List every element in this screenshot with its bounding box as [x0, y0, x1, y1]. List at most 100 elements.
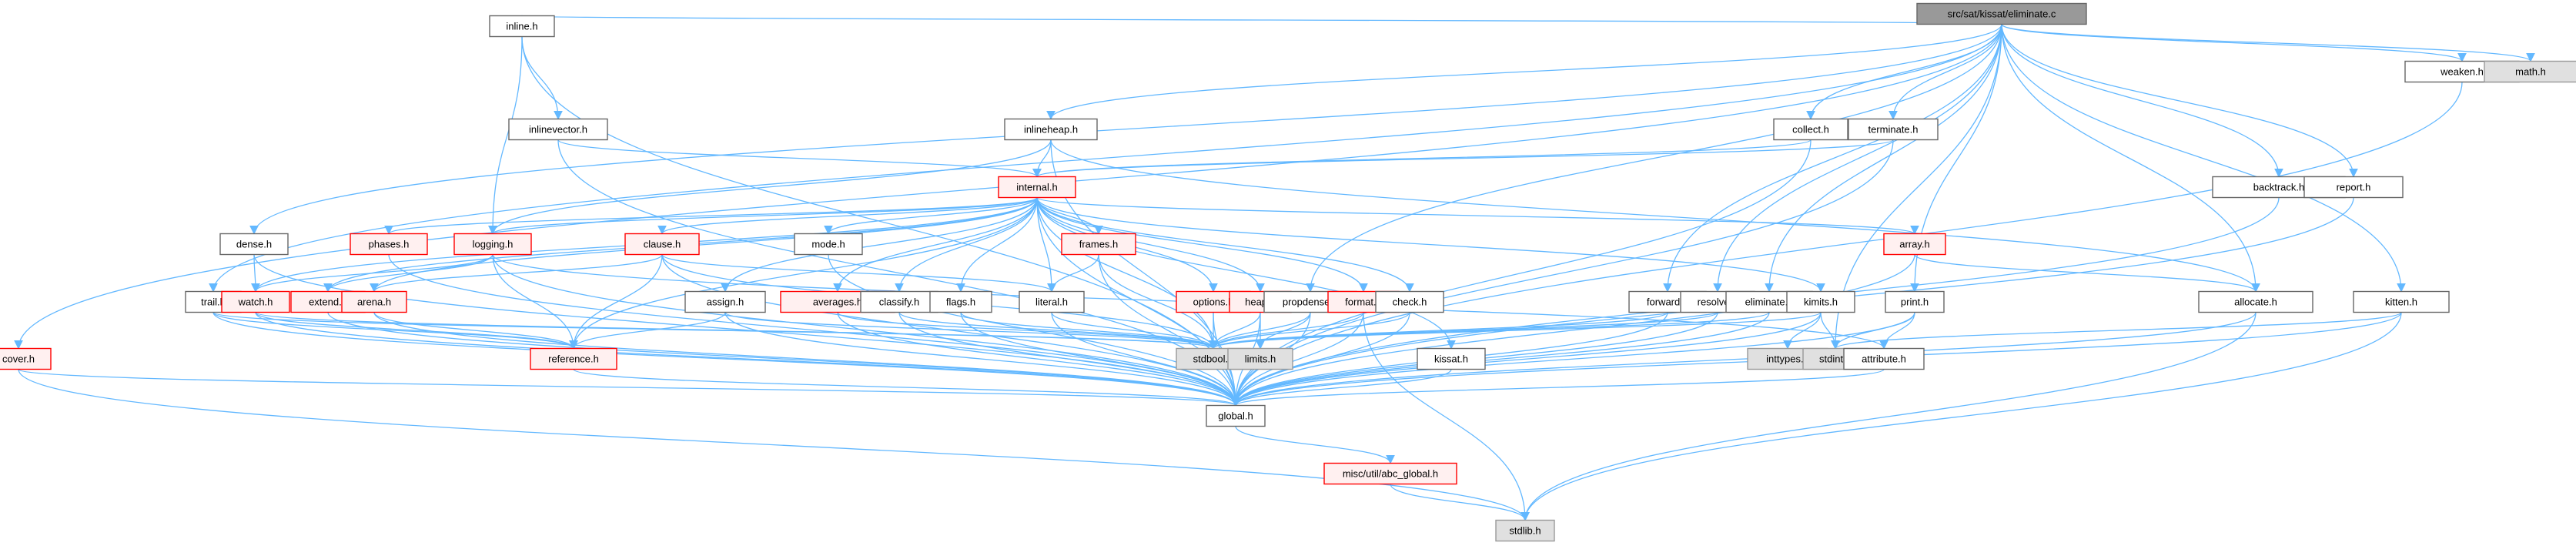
edge-print_h-to-attribute_h: [1879, 312, 1915, 350]
node-label: arena.h: [357, 296, 391, 308]
node-print-h[interactable]: print.h: [1885, 290, 1945, 313]
node-collect-h[interactable]: collect.h: [1773, 118, 1848, 141]
node-logging-h[interactable]: logging.h: [453, 233, 532, 256]
edge-attribute_h-to-global_h: [1231, 368, 1885, 407]
node-label: weaken.h: [2440, 66, 2484, 78]
node-kitten-h[interactable]: kitten.h: [2353, 290, 2450, 313]
node-box: [219, 233, 289, 256]
node-global-h[interactable]: global.h: [1206, 404, 1266, 427]
node-flags-h[interactable]: flags.h: [929, 290, 992, 313]
edge-assign_h-to-global_h: [724, 312, 1240, 407]
node-clause-h[interactable]: clause.h: [624, 233, 700, 256]
node-label: kissat.h: [1434, 353, 1468, 365]
node-label: math.h: [2515, 66, 2546, 78]
edge-inline_h-to-logging_h: [488, 36, 523, 235]
node-limits-h[interactable]: limits.h: [1227, 347, 1293, 370]
node-label: attribute.h: [1862, 353, 1906, 365]
node-mode-h[interactable]: mode.h: [794, 233, 863, 256]
edge-watch_h-to-global_h: [255, 312, 1240, 407]
node-box: [1227, 347, 1293, 370]
node-label: watch.h: [238, 296, 273, 308]
edge-inlinevector_h-to-internal_h: [557, 139, 1042, 178]
node-frames-h[interactable]: frames.h: [1061, 233, 1136, 256]
node-label: report.h: [2337, 182, 2371, 193]
node-label: literal.h: [1035, 296, 1068, 308]
edge-arena_h-to-global_h: [373, 312, 1240, 407]
node-terminate-h[interactable]: terminate.h: [1848, 118, 1939, 141]
edge-eliminate_c-to-collect_h: [1806, 24, 2002, 120]
edge-allocate_h-to-global_h: [1231, 312, 2257, 407]
node-label: inline.h: [506, 21, 537, 32]
node-box: [1848, 118, 1939, 141]
node-cover-h[interactable]: cover.h: [0, 347, 52, 370]
node-literal-h[interactable]: literal.h: [1019, 290, 1085, 313]
node-box: [530, 347, 617, 370]
node-check-h[interactable]: check.h: [1375, 290, 1444, 313]
edge-check_h-to-global_h: [1231, 312, 1410, 407]
edge-logging_h-to-global_h: [492, 254, 1240, 407]
node-label: backtrack.h: [2253, 182, 2304, 193]
edge-terminate_h-to-internal_h: [1032, 139, 1894, 178]
node-array-h[interactable]: array.h: [1883, 233, 1946, 256]
node-reference-h[interactable]: reference.h: [530, 347, 617, 370]
node-watch-h[interactable]: watch.h: [221, 290, 290, 313]
node-classify-h[interactable]: classify.h: [860, 290, 938, 313]
edge-internal_h-to-literal_h: [1036, 197, 1056, 293]
node-label: logging.h: [473, 239, 514, 250]
node-attribute-h[interactable]: attribute.h: [1843, 347, 1925, 370]
node-label: flags.h: [946, 296, 975, 308]
node-box: [1885, 290, 1945, 313]
node-math-h[interactable]: math.h: [2484, 60, 2576, 83]
node-abc-global-h[interactable]: misc/util/abc_global.h: [1323, 462, 1457, 485]
node-label: classify.h: [879, 296, 920, 308]
node-box: [1916, 2, 2087, 25]
node-inlineheap-h[interactable]: inlineheap.h: [1004, 118, 1098, 141]
node-box: [1323, 462, 1457, 485]
node-box: [350, 233, 428, 256]
edge-weaken_h-to-global_h: [1231, 82, 2463, 407]
node-inline-h[interactable]: inline.h: [489, 15, 555, 38]
edge-flags_h-to-stdbool_h: [960, 312, 1218, 350]
node-kimits-h[interactable]: kimits.h: [1786, 290, 1855, 313]
node-box: [1375, 290, 1444, 313]
edge-format_h-to-global_h: [1231, 312, 1364, 407]
node-eliminate-c[interactable]: src/sat/kissat/eliminate.c: [1916, 2, 2087, 25]
node-inlinevector-h[interactable]: inlinevector.h: [508, 118, 608, 141]
node-label: inttypes.h: [1766, 353, 1809, 365]
edge-inlineheap_h-to-internal_h: [1032, 139, 1052, 178]
node-box: [1883, 233, 1946, 256]
node-report-h[interactable]: report.h: [2303, 176, 2404, 199]
node-internal-h[interactable]: internal.h: [998, 176, 1076, 199]
edge-kimits_h-to-inttypes_h: [1783, 312, 1822, 350]
node-arena-h[interactable]: arena.h: [341, 290, 407, 313]
edge-eliminate_c-to-forward_h: [1663, 24, 2002, 293]
node-dense-h[interactable]: dense.h: [219, 233, 289, 256]
edge-watch_h-to-stdbool_h: [255, 311, 1218, 350]
edge-eliminate_c-to-dense_h: [249, 24, 2002, 235]
edge-eliminate_c-to-kitten_h: [2001, 24, 2406, 293]
edge-phases_h-to-global_h: [388, 254, 1240, 407]
node-label: propdense.h: [1283, 296, 1338, 308]
edge-allocate_h-to-stdlib_h: [1521, 312, 2257, 521]
node-box: [221, 290, 290, 313]
edge-format_h-to-stdlib_h: [1363, 312, 1530, 521]
edge-clause_h-to-literal_h: [661, 253, 1056, 293]
edge-inlineheap_h-to-logging_h: [488, 139, 1052, 235]
node-box: [1004, 118, 1098, 141]
node-allocate-h[interactable]: allocate.h: [2198, 290, 2313, 313]
edge-eliminate_c-to-trail_h: [209, 24, 2002, 293]
edge-kitten_h-to-stdlib_h: [1521, 312, 2402, 521]
node-kissat-h[interactable]: kissat.h: [1417, 347, 1486, 370]
edge-internal_h-to-check_h: [1036, 197, 1414, 293]
edge-eliminate_c-to-resolve_h: [1713, 24, 2002, 293]
node-label: forward.h: [1647, 296, 1688, 308]
node-box: [684, 290, 766, 313]
node-stdlib-h[interactable]: stdlib.h: [1495, 519, 1555, 542]
node-phases-h[interactable]: phases.h: [350, 233, 428, 256]
edge-internal_h-to-averages_h: [833, 197, 1038, 293]
edge-classify_h-to-global_h: [898, 312, 1240, 407]
edge-reference_h-to-global_h: [573, 368, 1240, 407]
edge-frames_h-to-literal_h: [1047, 254, 1099, 293]
node-assign-h[interactable]: assign.h: [684, 290, 766, 313]
edge-assign_h-to-reference_h: [569, 312, 726, 350]
